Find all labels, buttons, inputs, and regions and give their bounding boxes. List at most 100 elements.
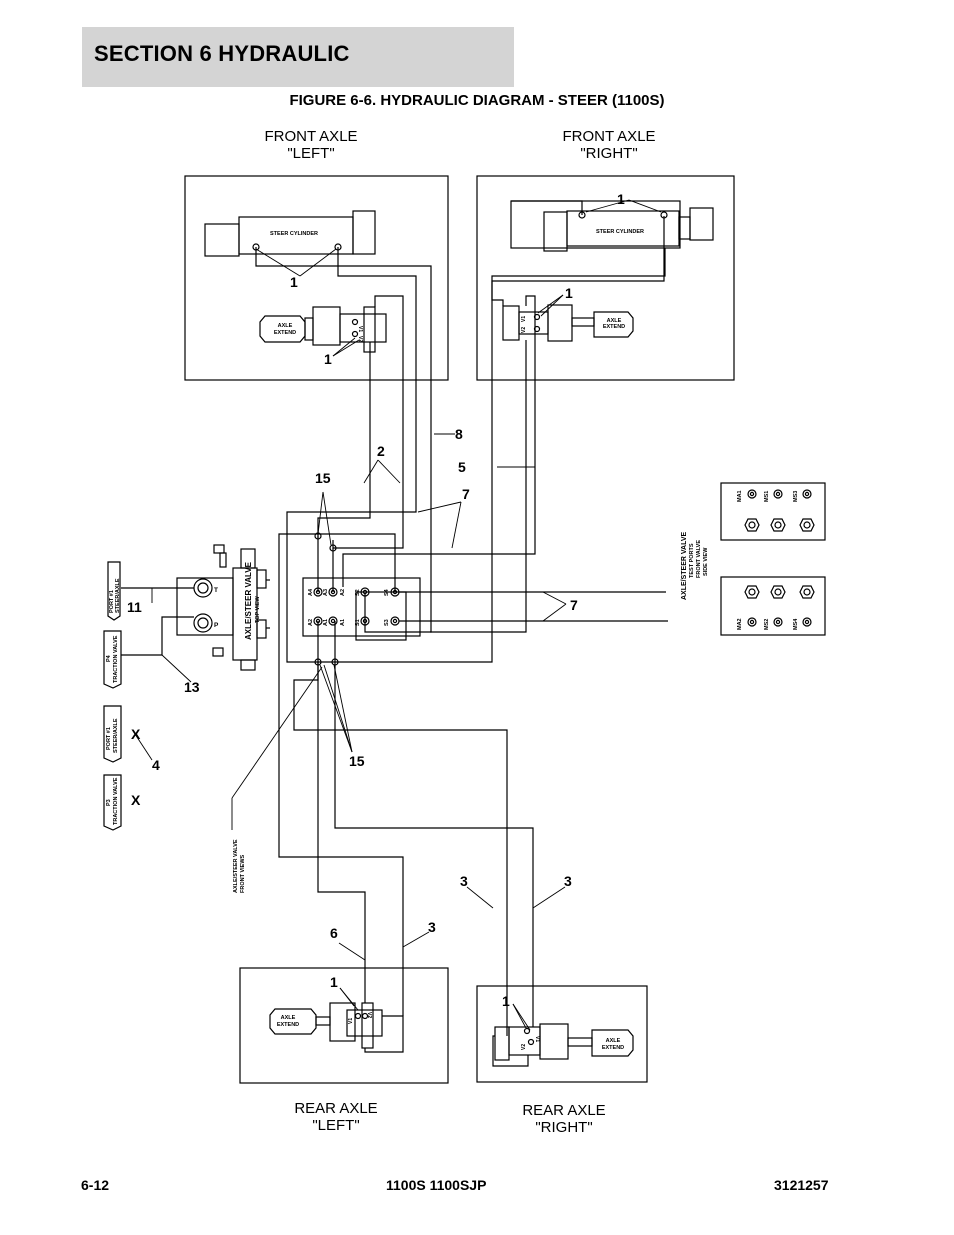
front-left-panel bbox=[184, 175, 449, 381]
callout-6: 6 bbox=[330, 925, 338, 941]
valve-top-view-fitting bbox=[219, 552, 227, 568]
zone-label-front-right-2: "RIGHT" bbox=[580, 145, 637, 162]
zone-label-rear-left-1: REAR AXLE bbox=[294, 1100, 377, 1117]
port-t bbox=[193, 578, 213, 598]
valve-port-label: A2 bbox=[308, 619, 314, 626]
front-right-valve-cap bbox=[502, 305, 520, 341]
callout-7: 7 bbox=[570, 597, 578, 613]
test-port-label: MS2 bbox=[764, 619, 770, 630]
figure-title: FIGURE 6-6. HYDRAULIC DIAGRAM - STEER (1… bbox=[289, 92, 665, 109]
steer-cylinder-right-cap bbox=[543, 211, 568, 252]
valve-top-view-coil bbox=[256, 569, 267, 589]
footer-doc-number: 3121257 bbox=[774, 1177, 829, 1193]
test-ports-lower-panel bbox=[720, 576, 826, 636]
test-port-label: MS3 bbox=[793, 491, 799, 502]
rear-right-panel bbox=[476, 985, 648, 1083]
port-v2-fr: V2 bbox=[521, 327, 527, 333]
front-right-extend-rod bbox=[571, 317, 595, 327]
steer-cylinder-left-rod-end bbox=[204, 223, 240, 257]
valve-top-view-body bbox=[176, 577, 234, 636]
tag-p4-b: TRACTION VALVE bbox=[113, 635, 119, 683]
zone-label-front-left-1: FRONT AXLE bbox=[264, 128, 357, 145]
port-v2-rl: V2 bbox=[366, 1012, 372, 1018]
test-port-label: MA2 bbox=[737, 618, 743, 630]
port-p bbox=[193, 613, 213, 633]
footer-page-number: 6-12 bbox=[81, 1177, 110, 1193]
test-port-label: MS1 bbox=[764, 491, 770, 502]
hose-rear-right-a bbox=[334, 662, 534, 1027]
zone-label-front-left-2: "LEFT" bbox=[287, 145, 334, 162]
port-v1-fr: V1 bbox=[521, 316, 527, 322]
leader-lines bbox=[132, 199, 662, 1031]
port-p-label: P bbox=[214, 622, 219, 629]
port-v2-rr: V2 bbox=[521, 1044, 527, 1050]
valve-port-label: A1 bbox=[323, 619, 329, 626]
zone-label-rear-right-2: "RIGHT" bbox=[535, 1119, 592, 1136]
valve-port bbox=[354, 1012, 362, 1020]
callout-1: 1 bbox=[330, 974, 338, 990]
valve-ports-mid-box bbox=[355, 591, 407, 641]
port-v1-rr: V1 bbox=[534, 1036, 540, 1042]
hose-13 bbox=[121, 616, 194, 656]
section-header: SECTION 6 HYDRAULIC bbox=[82, 27, 514, 87]
valve-top-view-label-1: AXLE/STEER VALVE bbox=[244, 561, 253, 640]
valve-top-view-fitting bbox=[240, 659, 256, 671]
valve-port-s2 bbox=[360, 587, 370, 597]
test-port-label: MA1 bbox=[737, 490, 743, 502]
port-t-label: T bbox=[214, 587, 218, 594]
test-ports-label-4: SIDE VIEW bbox=[703, 547, 709, 576]
steer-cylinder-label-right: STEER CYLINDER bbox=[596, 229, 644, 235]
steer-cylinder-right-rod-end bbox=[689, 207, 714, 241]
tag-p4-a: P4 bbox=[106, 654, 112, 662]
hose-rear-left-c bbox=[278, 533, 404, 1016]
rear-left-extend-rod bbox=[315, 1016, 331, 1026]
tag-port-steer-axle-1 bbox=[107, 561, 121, 621]
valve-port-label: S1 bbox=[355, 619, 361, 626]
rear-left-extend-cyl bbox=[269, 1008, 317, 1035]
callout-15: 15 bbox=[349, 753, 365, 769]
valve-port-a1 bbox=[328, 616, 338, 626]
rear-left-extend-block bbox=[329, 1002, 356, 1042]
valve-top-view-coil bbox=[256, 619, 267, 639]
rear-right-extend-block bbox=[539, 1023, 569, 1060]
valve-port bbox=[351, 330, 359, 338]
x-mark: X bbox=[131, 792, 141, 808]
section-title: SECTION 6 HYDRAULIC bbox=[94, 41, 350, 66]
cylinder-port bbox=[660, 211, 668, 219]
callout-4: 4 bbox=[152, 757, 160, 773]
test-ports-label-3: FRONT VALVE bbox=[696, 540, 702, 578]
hose-rear-left-d bbox=[293, 662, 508, 1036]
tag-p3-a: P3 bbox=[106, 799, 112, 806]
valve-port bbox=[361, 1012, 369, 1020]
valve-port-label: A3 bbox=[323, 589, 329, 596]
hose-rear-left-b bbox=[317, 662, 366, 1003]
valve-port-label: A2 bbox=[340, 589, 346, 596]
callout-1: 1 bbox=[617, 191, 625, 207]
hose-front-right-a bbox=[511, 200, 583, 215]
hose-front-left-a bbox=[255, 247, 432, 633]
hose-front-left-d bbox=[332, 295, 404, 549]
zone-label-rear-left-2: "LEFT" bbox=[312, 1117, 359, 1134]
axle-extend-fl-2: EXTEND bbox=[274, 330, 296, 336]
front-right-extend-block bbox=[547, 304, 573, 342]
hose-front-left-b bbox=[286, 216, 665, 663]
test-ports-upper-panel bbox=[720, 482, 826, 541]
test-ports-label-2: TEST PORTS bbox=[689, 543, 695, 578]
callout-numbers: 1 1 1 1 2 8 5 15 7 7 11 13 4 15 3 3 6 3 … bbox=[127, 191, 625, 1009]
callout-3: 3 bbox=[564, 873, 572, 889]
rear-right-extend-rod bbox=[567, 1037, 593, 1047]
callout-8: 8 bbox=[455, 426, 463, 442]
port-v1-rl: V1 bbox=[348, 1018, 354, 1024]
callout-5: 5 bbox=[458, 459, 466, 475]
front-right-inner-frame bbox=[510, 200, 681, 249]
front-right-extend-cyl bbox=[593, 311, 634, 338]
tag-steer-2-b: STEER/AXLE bbox=[113, 718, 119, 753]
axle-steer-valve-body bbox=[302, 577, 421, 637]
footer-model: 1100S 1100SJP bbox=[386, 1177, 487, 1193]
test-port-icons bbox=[744, 489, 815, 627]
callout-3: 3 bbox=[428, 919, 436, 935]
front-left-valve-block bbox=[339, 313, 387, 343]
steer-cylinder-left-cap bbox=[352, 210, 376, 255]
rear-left-valve-block bbox=[346, 1009, 383, 1037]
